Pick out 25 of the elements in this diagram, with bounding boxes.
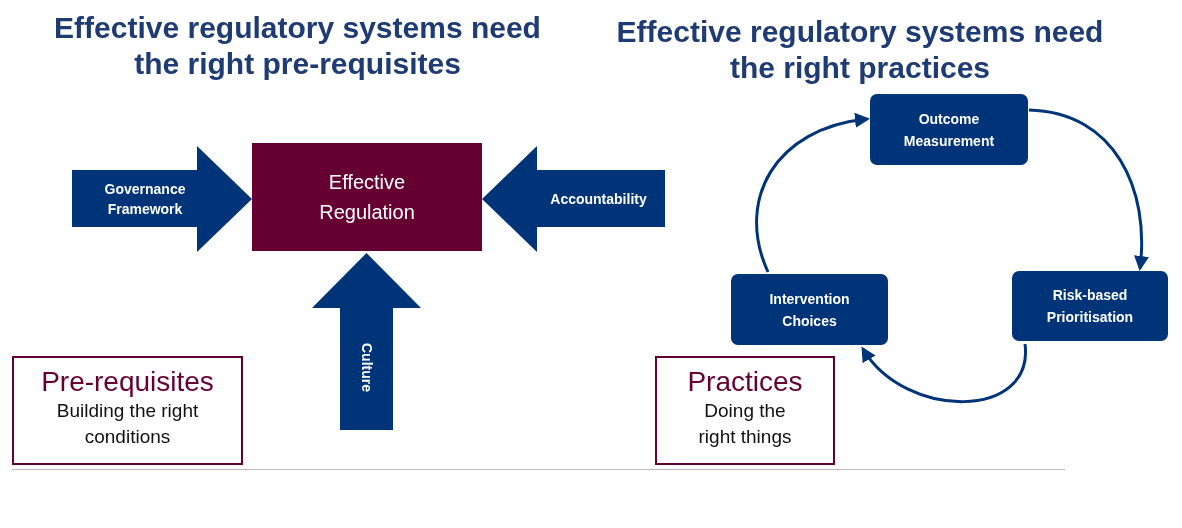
text-box <box>12 356 243 465</box>
box-heading: Pre-requisites <box>40 366 215 398</box>
process-box <box>731 274 888 345</box>
curved-arrow <box>861 343 1027 403</box>
arrow-label: Culture <box>357 343 376 392</box>
block-arrow <box>482 146 665 252</box>
box-label: Intervention Choices <box>768 289 851 331</box>
heading: Effective regulatory systems need the right practices <box>615 14 1105 86</box>
process-box <box>252 143 482 251</box>
box-heading: Practices <box>686 366 804 398</box>
block-arrow <box>72 146 252 252</box>
process-box <box>870 94 1028 165</box>
box-label: Risk-based Prioritisation <box>1045 286 1135 327</box>
heading: Effective regulatory systems need the right pre-requisites <box>53 10 542 82</box>
box-subtitle: Doing the right things <box>697 399 793 449</box>
curved-arrow <box>755 113 870 273</box>
arrow-label: Accountability <box>549 190 648 209</box>
curved-arrow <box>1028 108 1149 271</box>
text-box <box>655 356 835 465</box>
box-label: Outcome Measurement <box>902 109 996 151</box>
box-subtitle: Building the right conditions <box>55 399 200 449</box>
block-arrow <box>312 253 421 430</box>
process-box <box>1012 271 1168 341</box>
arrow-label: Governance Framework <box>103 180 187 219</box>
box-label: Effective Regulation <box>318 170 416 225</box>
